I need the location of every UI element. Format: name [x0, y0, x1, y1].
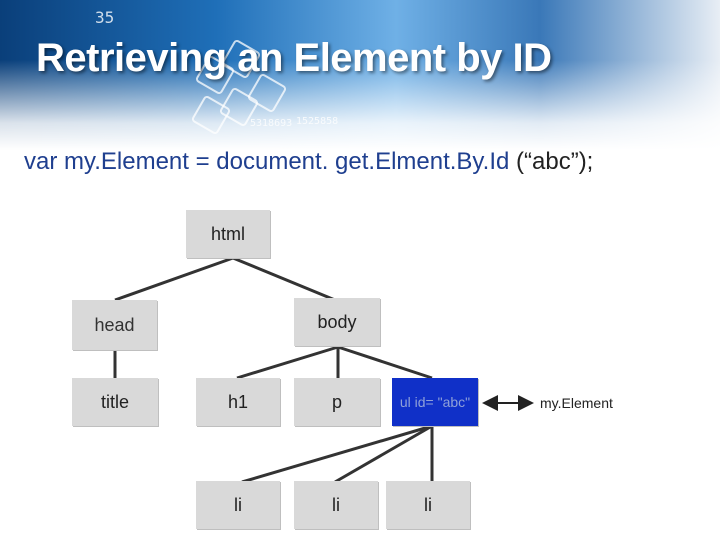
edge-ul-li1 [241, 424, 433, 484]
pointer-label: my.Element [540, 395, 613, 411]
edge-body-ul [337, 345, 433, 380]
node-head: head [72, 300, 157, 350]
header-background: 35 5318693 1525858 [0, 0, 720, 150]
node-body: body [294, 298, 380, 346]
node-p: p [294, 378, 380, 426]
node-ul-selected: ul id= "abc" [392, 378, 478, 426]
edge-body-h1 [236, 345, 339, 380]
node-html: html [186, 210, 270, 258]
code-equals: = [195, 148, 210, 175]
code-var-keyword: var [24, 148, 58, 175]
code-method-call: document. get.Elment.By.Id [216, 148, 510, 175]
node-li: li [294, 481, 378, 529]
header-fade [0, 60, 720, 150]
edge-html-head [114, 256, 234, 302]
slide-title: Retrieving an Element by ID [36, 36, 552, 80]
deco-number: 35 [95, 8, 115, 27]
node-li: li [196, 481, 280, 529]
edge-ul-li2 [334, 424, 433, 484]
code-line: var my.Element = document. get.Elment.By… [24, 148, 714, 176]
node-h1: h1 [196, 378, 280, 426]
code-arguments: (“abc”); [516, 148, 594, 175]
node-title: title [72, 378, 158, 426]
node-li: li [386, 481, 470, 529]
edge-html-body [232, 256, 336, 302]
code-variable-name: my.Element [64, 148, 189, 175]
